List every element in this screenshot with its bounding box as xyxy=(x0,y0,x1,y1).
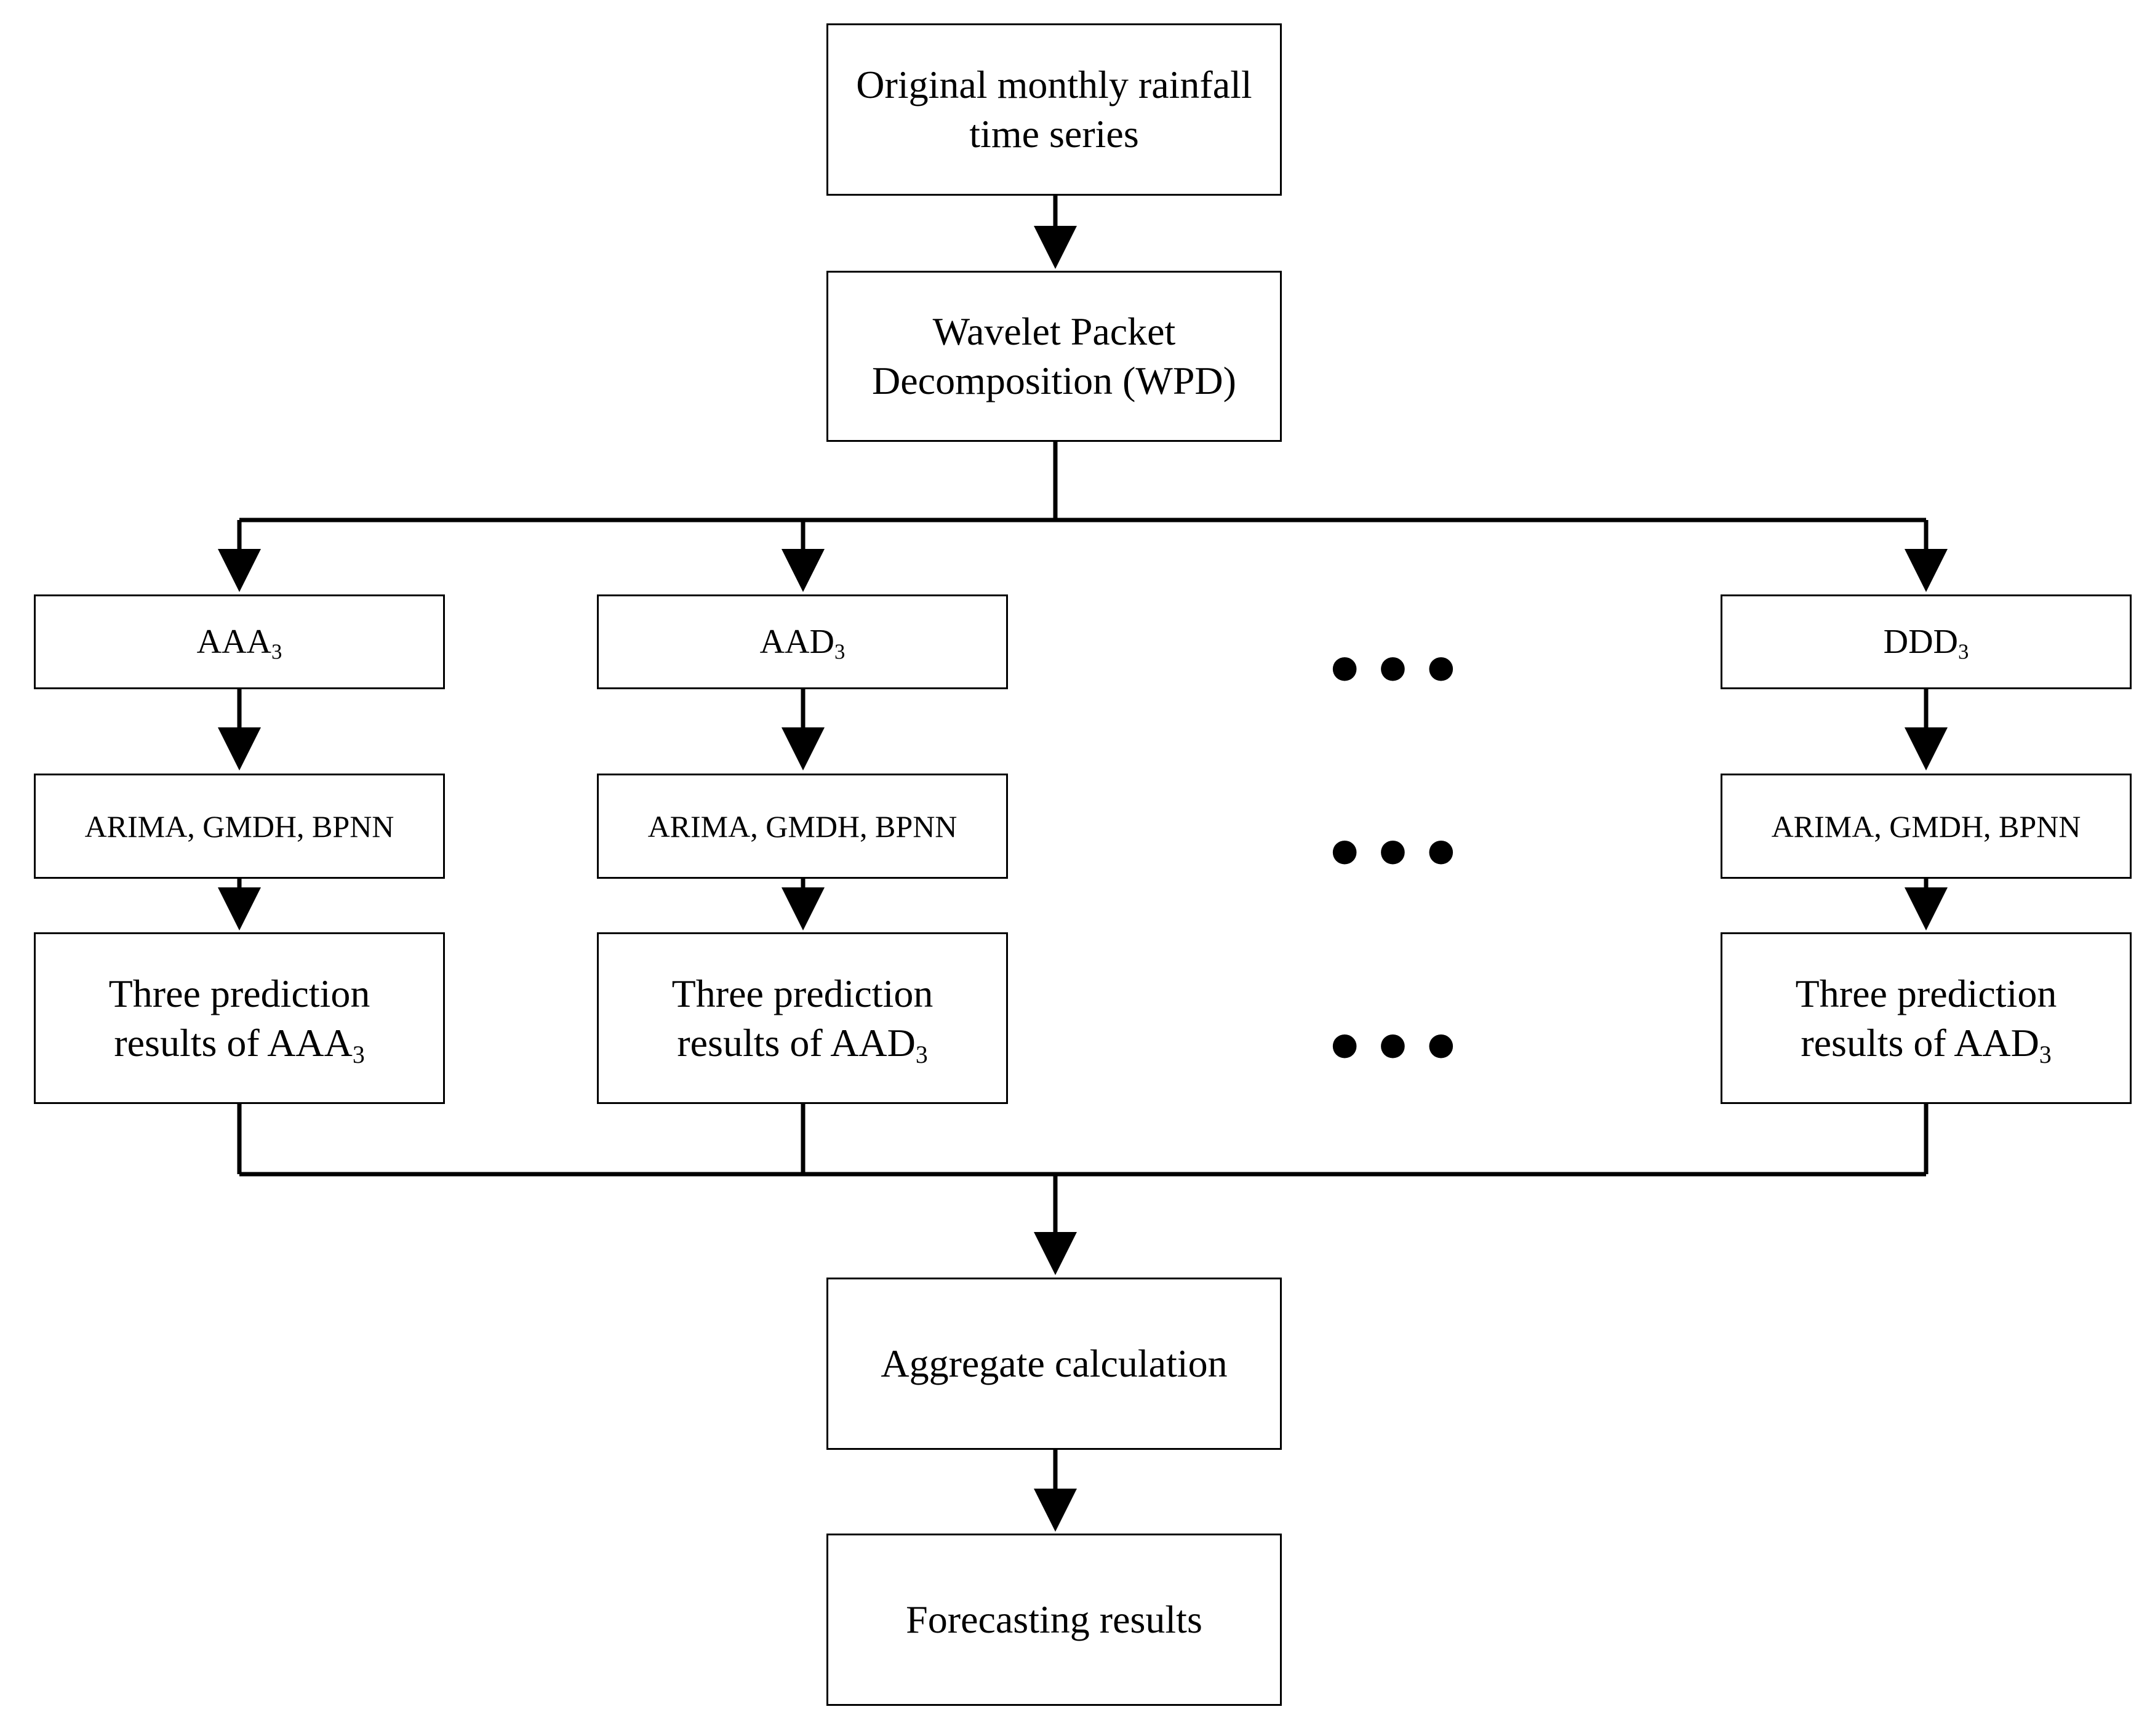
results-aad3-line1: Three prediction xyxy=(671,971,934,1015)
wpd-line2: Decomposition (WPD) xyxy=(872,359,1236,402)
aggregate-label: Aggregate calculation xyxy=(881,1342,1228,1385)
models-box-aad3: ARIMA, GMDH, BPNN xyxy=(597,774,1008,879)
models-label-aad3: ARIMA, GMDH, BPNN xyxy=(647,809,958,844)
aggregate-box: Aggregate calculation xyxy=(826,1278,1282,1450)
component-box-aad3: AAD3 xyxy=(597,594,1008,689)
forecast-box: Forecasting results xyxy=(826,1534,1282,1706)
forecast-label: Forecasting results xyxy=(906,1598,1202,1641)
ellipsis-row-3: ••• xyxy=(1323,1009,1468,1087)
original-series-box: Original monthly rainfall time series xyxy=(826,23,1282,196)
ellipsis-row-2: ••• xyxy=(1323,815,1468,894)
results-aaa3-line2: results of AAA3 xyxy=(114,1020,365,1068)
results-box-ddd3: Three prediction results of AAD3 xyxy=(1721,932,2132,1104)
results-aad3-line2: results of AAD3 xyxy=(677,1020,928,1068)
component-label-aad3: AAD3 xyxy=(759,623,846,664)
models-box-aaa3: ARIMA, GMDH, BPNN xyxy=(34,774,445,879)
models-label-ddd3: ARIMA, GMDH, BPNN xyxy=(1771,809,2081,844)
results-box-aad3: Three prediction results of AAD3 xyxy=(597,932,1008,1104)
wpd-box: Wavelet Packet Decomposition (WPD) xyxy=(826,271,1282,442)
component-box-ddd3: DDD3 xyxy=(1721,594,2132,689)
results-box-aaa3: Three prediction results of AAA3 xyxy=(34,932,445,1104)
results-aaa3-line1: Three prediction xyxy=(108,971,370,1015)
original-series-line1: Original monthly rainfall xyxy=(856,63,1252,106)
component-box-aaa3: AAA3 xyxy=(34,594,445,689)
models-label-aaa3: ARIMA, GMDH, BPNN xyxy=(84,809,394,844)
results-ddd3-line1: Three prediction xyxy=(1795,971,2057,1015)
wpd-line1: Wavelet Packet xyxy=(932,310,1176,353)
ellipsis-row-1: ••• xyxy=(1323,631,1468,710)
models-box-ddd3: ARIMA, GMDH, BPNN xyxy=(1721,774,2132,879)
component-label-aaa3: AAA3 xyxy=(196,623,282,664)
original-series-line2: time series xyxy=(969,112,1139,156)
component-label-ddd3: DDD3 xyxy=(1883,623,1969,664)
results-ddd3-line2: results of AAD3 xyxy=(1801,1020,2052,1068)
